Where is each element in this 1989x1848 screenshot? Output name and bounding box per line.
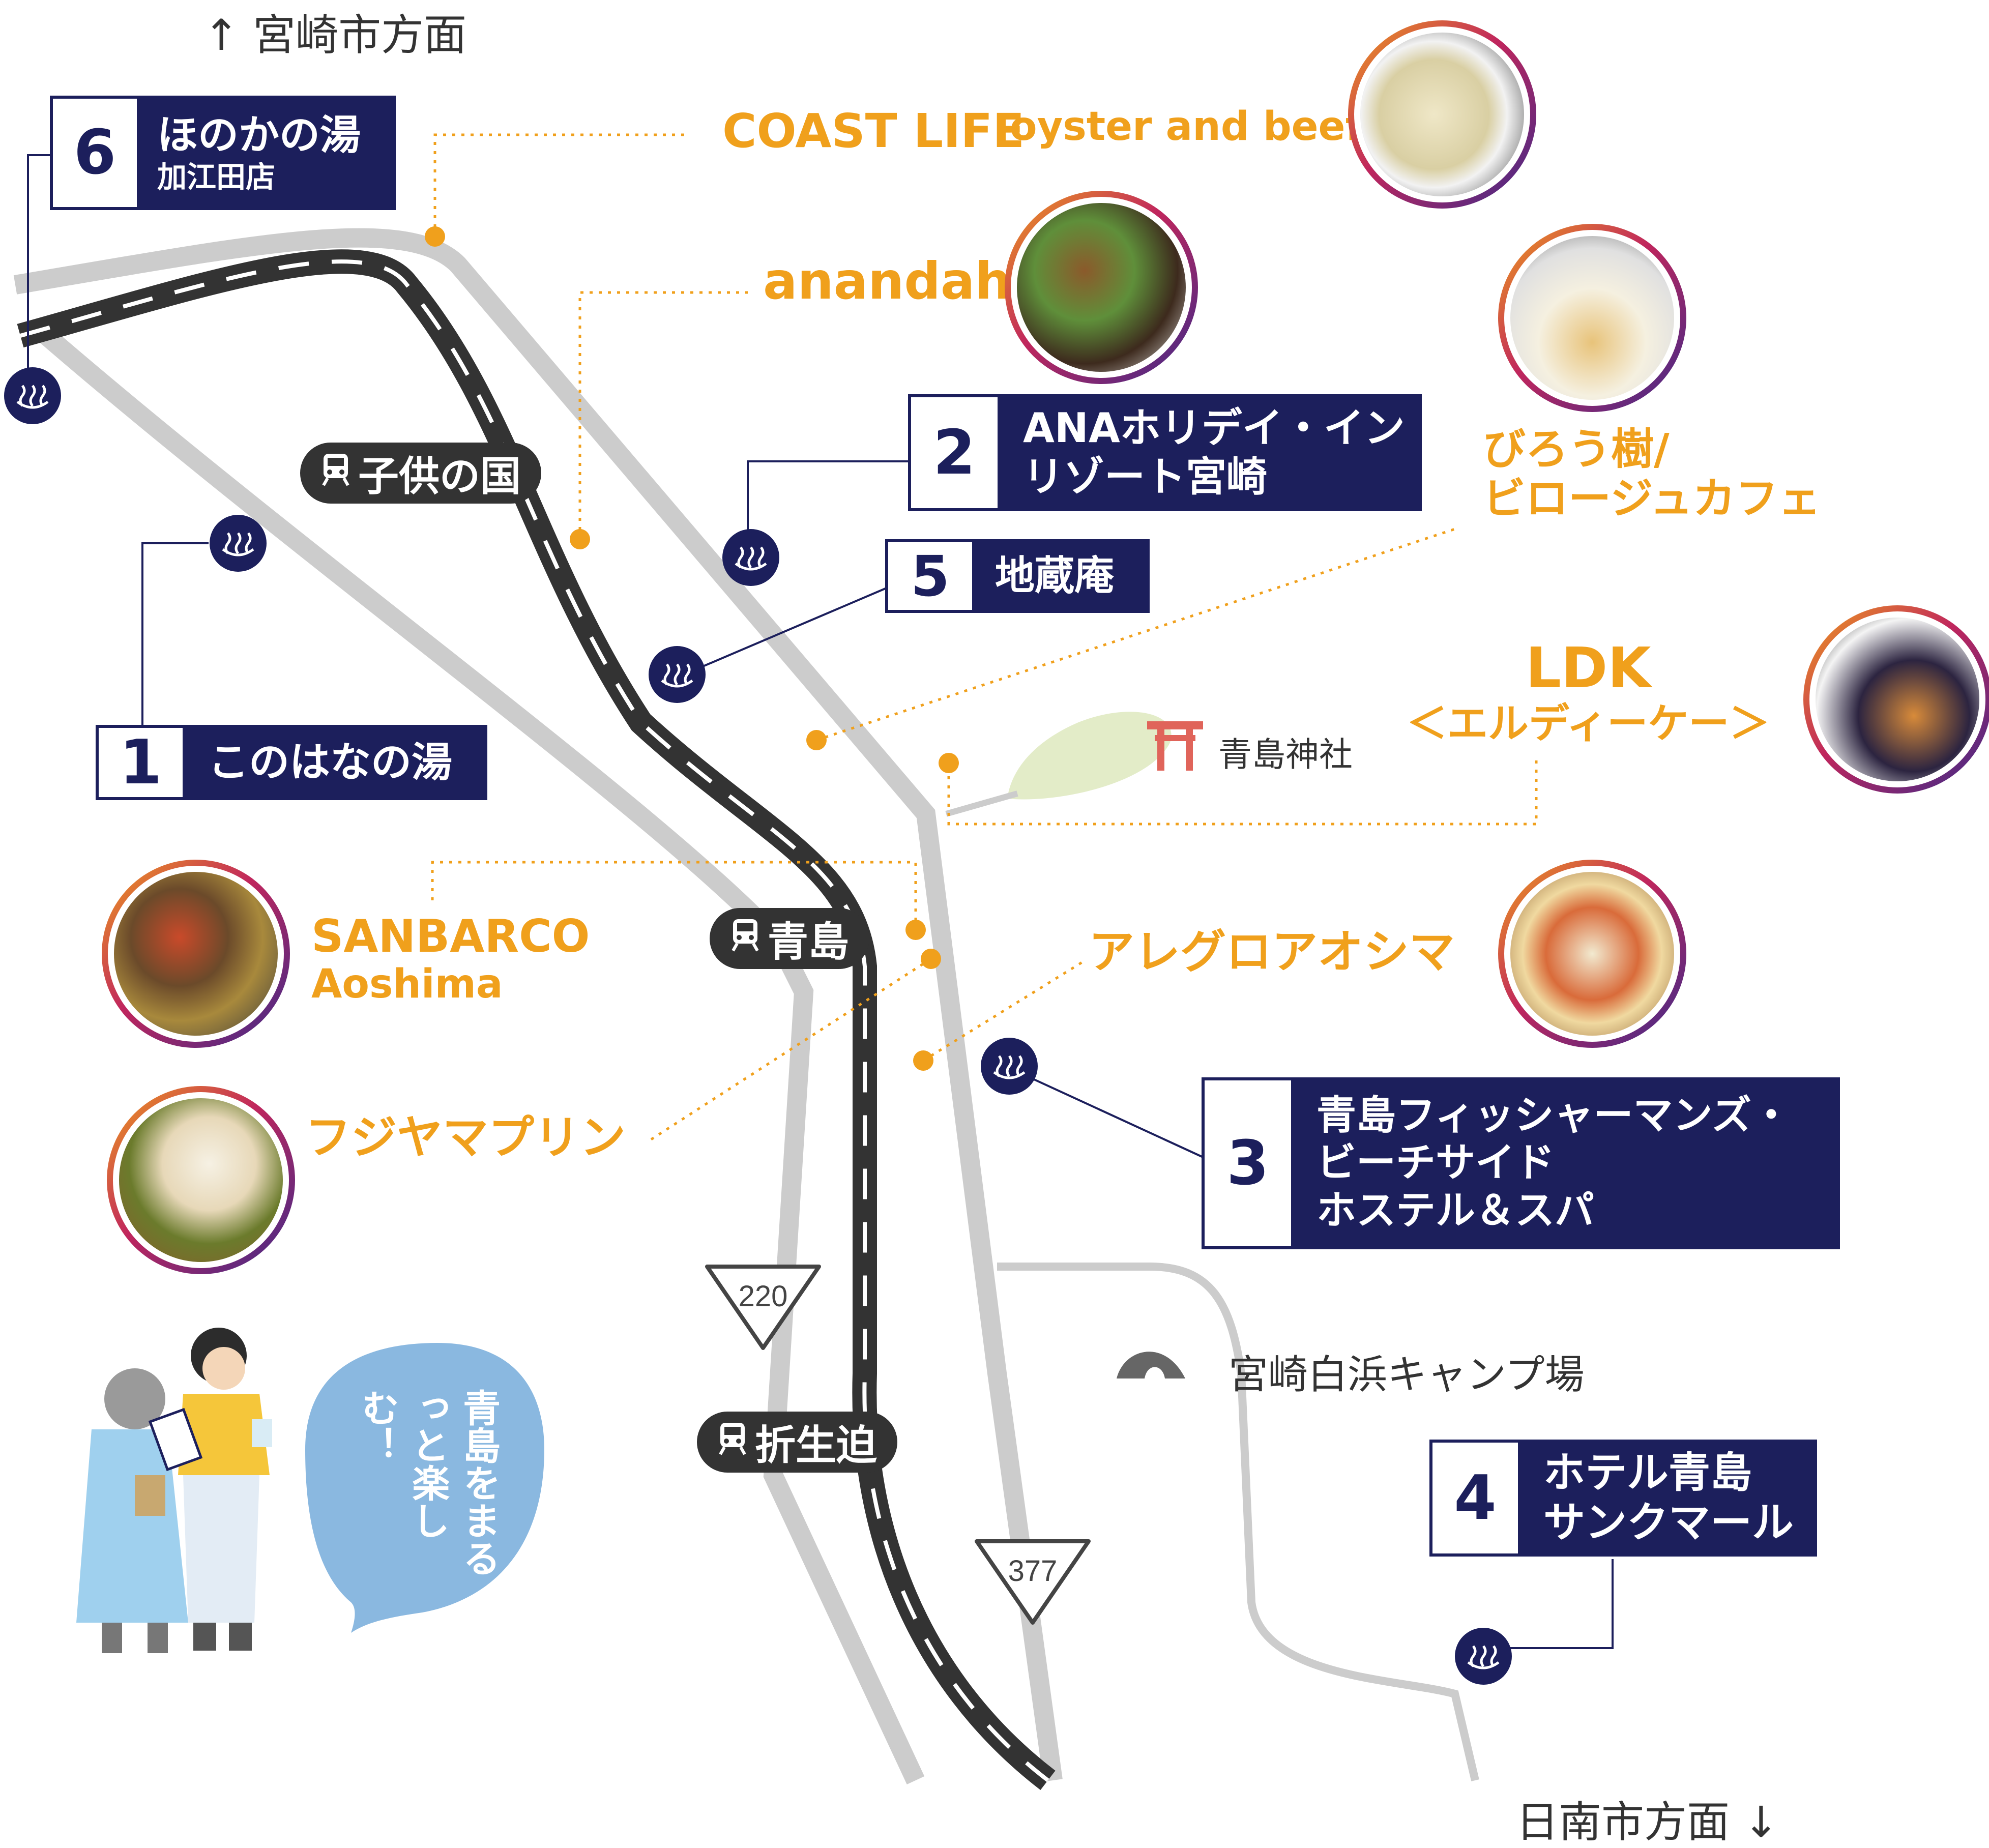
road-camp [997,1263,1479,1781]
direction-south: 日南市方面 ↓ [1516,1797,1779,1847]
route-377-shield [975,1539,1091,1625]
bubble-caption: 青島をまるっと楽しむ！ [355,1389,501,1577]
lodging-1[interactable]: 1 このはなの湯 [96,725,487,800]
torii-icon [1147,721,1203,771]
station-name: 折生迫 [755,1422,877,1469]
photo-ldk [1803,605,1989,794]
hot-spring-icon[interactable] [981,1038,1038,1095]
lodging-number: 4 [1432,1443,1518,1553]
restaurant-birouju-line2: ビロージュカフェ [1483,473,1821,523]
lodging-leaders [27,154,1614,1649]
lodging-2[interactable]: 2 ANAホリデイ・イン リゾート宮崎 [908,394,1422,511]
lodging-name-line2: リゾート宮崎 [1023,453,1267,501]
lodging-name-line3: ホステル＆スパ [1317,1187,1595,1234]
station-kodomo-no-kuni[interactable]: 子供の国 [300,443,541,504]
lodging-name-line2: サンクマール [1543,1499,1794,1547]
lodging-name-line1: 青島フィッシャーマンズ・ [1317,1092,1791,1138]
lodging-number: 1 [99,727,183,798]
lodging-name: このはなの湯 [208,739,452,786]
station-orifuzako[interactable]: 折生迫 [697,1412,897,1473]
hot-spring-icon[interactable] [1455,1628,1512,1685]
photo-sanbarco [102,860,290,1048]
photo-allegro-aoshima [1498,860,1686,1048]
hot-spring-icon[interactable] [210,515,267,572]
train-icon [730,915,760,962]
railway-dashes [19,259,1049,1782]
route-220-shield [705,1265,821,1350]
restaurant-coast-life[interactable]: COAST LIFE [722,104,1025,158]
photo-birouju [1498,224,1686,412]
restaurant-allegro-aoshima[interactable]: アレグロアオシマ [1089,925,1455,979]
lodging-5[interactable]: 5 地蔵庵 [885,539,1150,613]
tent-icon [1117,1352,1185,1378]
lodging-6[interactable]: 6 ほのかの湯 加江田店 [50,96,396,210]
lodging-name-line1: ANAホリデイ・イン [1023,404,1405,452]
lodging-name-line2: ビーチサイド [1317,1140,1555,1186]
hot-spring-icon[interactable] [722,529,779,586]
road-route-377 [13,228,1063,1782]
station-aoshima[interactable]: 青島 [710,908,869,969]
restaurant-sanbarco-line1: SANBARCO [311,910,590,962]
train-icon [717,1419,748,1466]
restaurant-ldk-line1: LDK [1525,635,1651,700]
restaurant-fujiyama-purin[interactable]: フジヤマプリン [305,1111,626,1164]
place-shirahama-camp: 宮崎白浜キャンプ場 [1228,1352,1585,1398]
restaurant-oyster-and-beef[interactable]: oyster and beef [1010,104,1363,150]
lodging-3[interactable]: 3 青島フィッシャーマンズ・ ビーチサイド ホステル＆スパ [1202,1077,1840,1249]
island [1007,712,1172,800]
restaurant-anandah[interactable]: anandah [763,251,1011,311]
lodging-number: 2 [911,397,998,508]
lodging-number: 3 [1205,1080,1291,1246]
restaurant-sanbarco-line2: Aoshima [311,961,503,1008]
restaurant-leaders [431,133,1538,1141]
direction-north: ↑ 宮崎市方面 [203,10,467,60]
route-220-label: 220 [738,1280,788,1313]
hot-spring-icon[interactable] [649,646,706,703]
jetty [945,790,1018,817]
restaurant-pins [425,226,959,1071]
station-name: 子供の国 [358,453,521,500]
lodging-4[interactable]: 4 ホテル青島 サンクマール [1429,1440,1817,1557]
people-illustration [76,1328,272,1653]
restaurant-ldk-line2: ＜エルディーケー＞ [1407,699,1770,747]
route-377-label: 377 [1008,1554,1058,1588]
lodging-number: 6 [53,99,137,207]
lodging-name-line1: ホテル青島 [1543,1448,1752,1497]
station-name: 青島 [768,918,849,965]
photo-fujiyama-purin [107,1086,295,1274]
lodging-branch: 加江田店 [157,159,276,194]
hot-spring-icon[interactable] [4,367,61,424]
speech-bubble [305,1343,544,1633]
photo-oyster-and-beef [1348,20,1536,209]
photo-anandah [1005,191,1198,384]
road-inner [34,323,925,1785]
place-aoshima-shrine: 青島神社 [1218,735,1353,774]
lodging-number: 5 [888,542,972,610]
lodging-name: ほのかの湯 [157,111,361,159]
train-icon [320,450,351,497]
restaurant-birouju-line1: びろう樹/ [1483,424,1670,474]
restaurant-ldk[interactable]: LDK ＜エルディーケー＞ [1407,636,1770,747]
restaurant-birouju[interactable]: びろう樹/ ビロージュカフェ [1483,425,1821,523]
restaurant-sanbarco[interactable]: SANBARCO Aoshima [311,911,590,1008]
lodging-name: 地蔵庵 [995,552,1115,599]
